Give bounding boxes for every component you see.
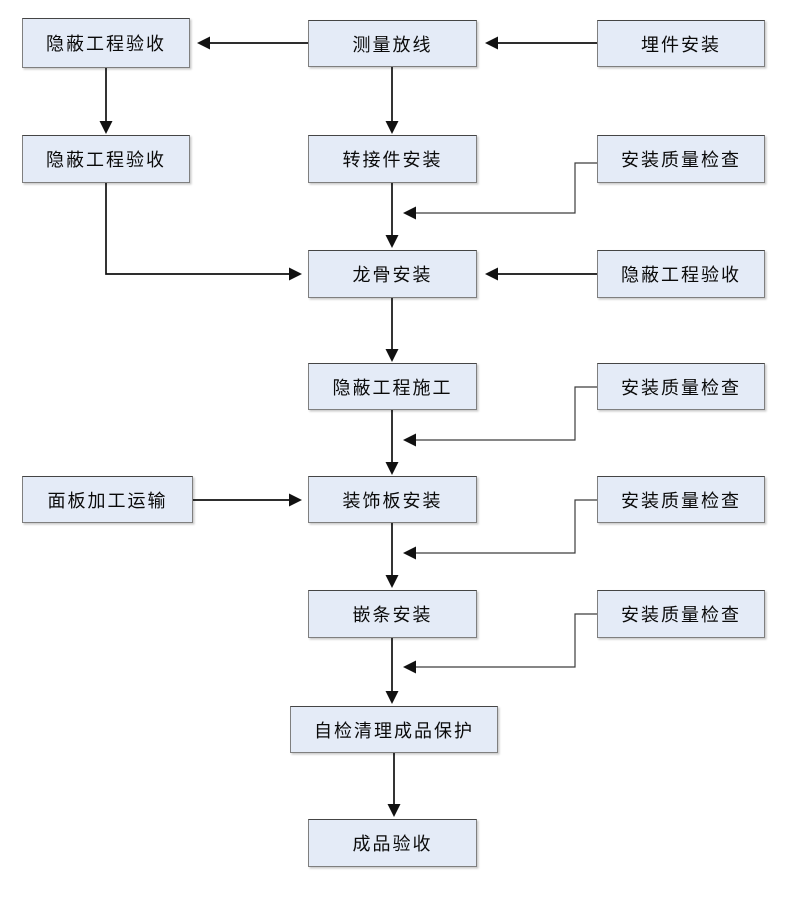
arrow-embed-to-measure xyxy=(485,36,597,50)
arrow-construction-to-decorative xyxy=(385,410,399,475)
arrow-hidden-acceptance-1-down xyxy=(99,68,113,134)
arrow-selfcheck-to-final xyxy=(387,753,401,817)
arrow-quality-check-2-join xyxy=(403,386,597,447)
node-strip-install: 嵌条安装 xyxy=(308,590,477,638)
node-quality-check-3: 安装质量检查 xyxy=(597,476,765,523)
node-hidden-acceptance-1: 隐蔽工程验收 xyxy=(22,18,190,68)
arrow-quality-check-3-join xyxy=(403,499,597,560)
arrow-measure-to-hidden-acceptance-1 xyxy=(197,36,308,50)
node-measure-layout: 测量放线 xyxy=(308,20,477,67)
arrow-quality-check-1-join xyxy=(403,162,597,220)
arrow-adapter-to-keel xyxy=(385,183,399,248)
arrow-measure-down xyxy=(385,67,399,134)
node-embed-install: 埋件安装 xyxy=(597,20,765,67)
arrow-quality-check-4-join xyxy=(403,613,597,674)
arrow-hidden-acceptance-2-to-keel xyxy=(105,183,302,281)
node-hidden-acceptance-3: 隐蔽工程验收 xyxy=(597,250,765,298)
node-hidden-construction: 隐蔽工程施工 xyxy=(308,363,477,410)
arrow-strip-to-selfcheck xyxy=(385,638,399,704)
node-keel-install: 龙骨安装 xyxy=(308,250,477,298)
arrow-decorative-to-strip xyxy=(385,523,399,588)
node-decorative-install: 装饰板安装 xyxy=(308,476,477,523)
arrow-hidden-acceptance-3-to-keel xyxy=(485,267,597,281)
node-hidden-acceptance-2: 隐蔽工程验收 xyxy=(22,135,190,183)
node-quality-check-4: 安装质量检查 xyxy=(597,590,765,638)
node-adapter-install: 转接件安装 xyxy=(308,135,477,183)
arrow-panel-to-decorative xyxy=(193,493,302,507)
arrow-keel-to-construction xyxy=(385,298,399,362)
node-selfcheck-protect: 自检清理成品保护 xyxy=(290,706,498,753)
node-quality-check-1: 安装质量检查 xyxy=(597,135,765,183)
node-quality-check-2: 安装质量检查 xyxy=(597,363,765,410)
node-final-acceptance: 成品验收 xyxy=(308,819,477,867)
node-panel-transport: 面板加工运输 xyxy=(22,476,193,523)
